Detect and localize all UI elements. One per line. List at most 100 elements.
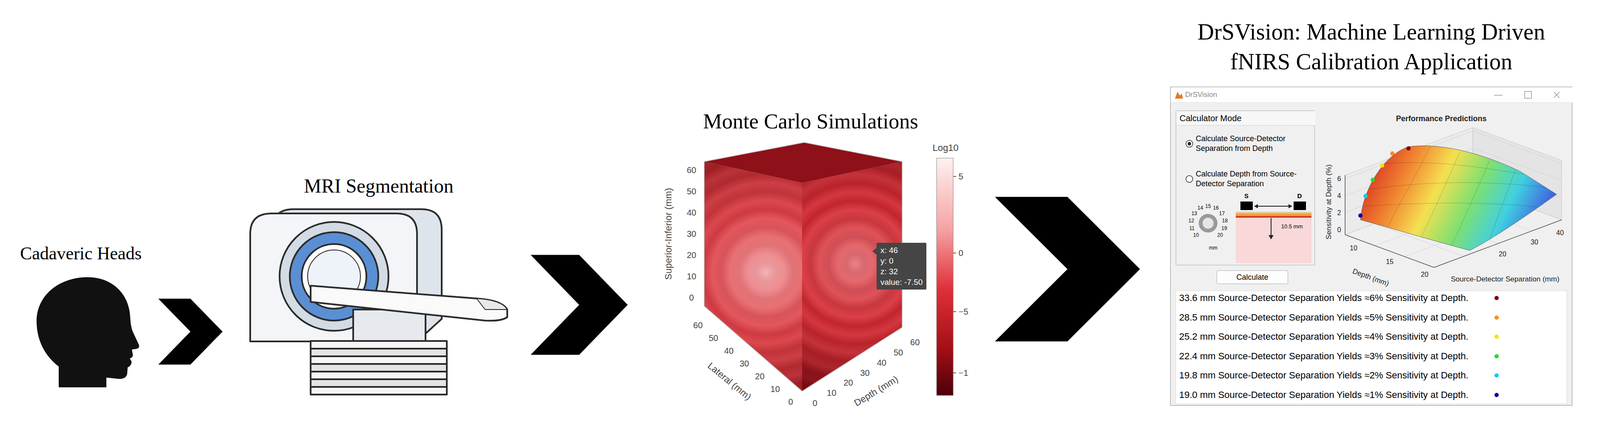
arrow-head — [1254, 204, 1258, 209]
cube-top-face — [704, 142, 903, 183]
electrode-number: 20 — [1217, 232, 1223, 239]
head-shape — [36, 277, 140, 388]
illustration-part — [1176, 125, 1316, 126]
group-box: Calculator ModeCalculate Source-Detector… — [1175, 110, 1315, 266]
plot-title: Performance Predictions — [1395, 114, 1487, 124]
electrode-number: 13 — [1191, 210, 1198, 217]
tick-label: 15 — [1385, 257, 1394, 266]
illustration-part — [250, 209, 508, 395]
tick-label: 20 — [1420, 270, 1429, 279]
tooltip-line: y: 0 — [880, 255, 923, 267]
optode-label: D — [1297, 192, 1303, 200]
window-title: DrSVision — [1185, 90, 1218, 100]
radio-dot — [1187, 142, 1192, 146]
tick-label: 10 — [1349, 244, 1358, 253]
tick-label: 20 — [1498, 250, 1507, 259]
tick-label: 0 — [688, 292, 694, 303]
illustration-part — [310, 387, 447, 395]
tick-label: 30 — [739, 358, 749, 369]
radio-button — [1185, 140, 1193, 148]
axis-title: Superior-Inferior (mm) — [662, 188, 675, 280]
group-title-bar — [1176, 111, 1316, 126]
group-title: Calculator Mode — [1179, 113, 1242, 123]
app-icon — [1174, 91, 1183, 99]
legend-text: 19.0 mm Source-Detector Separation Yield… — [1179, 389, 1469, 401]
csf-layer — [1235, 216, 1312, 218]
tick-label: 50 — [708, 333, 718, 344]
detector-square — [1293, 201, 1306, 211]
performance-surface — [1360, 145, 1557, 251]
skull-layer — [1235, 213, 1312, 217]
illustration-part — [1383, 162, 1524, 175]
surface-dot — [1380, 163, 1385, 168]
z-axis — [1344, 175, 1346, 235]
legend-text: 25.2 mm Source-Detector Separation Yield… — [1179, 331, 1469, 343]
chevron-arrow — [994, 197, 1140, 342]
stage-panel: Cadaveric Heads — [8, 242, 154, 396]
illustration-part — [310, 379, 447, 388]
legend-text: 19.8 mm Source-Detector Separation Yield… — [1179, 370, 1469, 382]
electrode-number: 18 — [1222, 217, 1228, 224]
axis-title: Depth (mm) — [852, 374, 901, 410]
brain-layer — [1235, 217, 1312, 264]
illustration-part — [953, 372, 957, 374]
electrode-number: 12 — [1188, 217, 1195, 224]
tick-label: 30 — [860, 368, 870, 379]
illustration-part — [1256, 205, 1291, 207]
illustration-part — [1387, 146, 1431, 227]
source-square — [1240, 201, 1253, 211]
legend-text: 22.4 mm Source-Detector Separation Yield… — [1179, 351, 1469, 363]
tick-label: −1 — [958, 368, 969, 379]
arrow-head — [1288, 204, 1293, 209]
illustration-part — [953, 176, 957, 178]
tooltip-line: z: 32 — [880, 266, 923, 278]
tick-label: 0 — [788, 397, 793, 408]
results-panel — [1175, 291, 1567, 405]
surface-dot — [1406, 146, 1411, 151]
legend-swatch — [1494, 393, 1499, 398]
illustration-part — [310, 341, 447, 349]
electrode-number: 11 — [1189, 225, 1195, 232]
arrow-head — [1268, 235, 1274, 240]
electrode-number: 19 — [1221, 225, 1227, 232]
tick-label: 10 — [686, 271, 697, 282]
calculator-art — [1176, 111, 1316, 266]
tick-label: 40 — [1556, 228, 1564, 238]
stage-title: Monte Carlo Simulations — [646, 108, 975, 135]
mri-scanner — [246, 174, 511, 400]
button-label: Calculate — [1217, 271, 1288, 284]
stage-title: DrSVision: Machine Learning Driven fNIRS… — [1165, 17, 1577, 77]
surface-dot — [1390, 151, 1395, 156]
tick-label: 20 — [754, 371, 765, 382]
unit-label: mm — [1208, 245, 1218, 252]
illustration-part — [953, 176, 957, 374]
tick-label: 10 — [770, 384, 780, 395]
title-bar — [1170, 87, 1573, 103]
illustration-part — [310, 371, 447, 380]
tick-label: 40 — [724, 345, 734, 357]
tick-label: 40 — [686, 207, 697, 218]
axis-title: Source-Detector Separation (mm) — [1450, 275, 1560, 284]
minimize-icon — [1494, 94, 1503, 96]
illustration-part — [310, 348, 447, 357]
tick-label: −5 — [958, 306, 969, 318]
legend-text: 28.5 mm Source-Detector Separation Yield… — [1179, 312, 1469, 324]
tick-label: 50 — [893, 347, 903, 358]
legend-swatch — [1494, 296, 1499, 301]
tick-label: 0 — [812, 398, 818, 409]
surface-dot — [1358, 213, 1363, 218]
tick-label: 20 — [843, 377, 853, 389]
legend-swatch — [1494, 354, 1499, 359]
tick-label: 30 — [686, 228, 697, 240]
tooltip-line: x: 46 — [880, 245, 923, 256]
radio-label: Calculate Depth from Source-Detector Sep… — [1195, 169, 1308, 189]
legend-swatch — [1494, 373, 1499, 378]
electrode-number: 14 — [1197, 205, 1203, 212]
tooltip-line: value: -7.50 — [880, 277, 923, 288]
surface-dot — [1370, 177, 1375, 183]
illustration-part — [1270, 218, 1272, 237]
tick-label: 60 — [693, 320, 703, 331]
electrode-number: 15 — [1205, 203, 1211, 210]
illustration-part — [1364, 146, 1546, 246]
